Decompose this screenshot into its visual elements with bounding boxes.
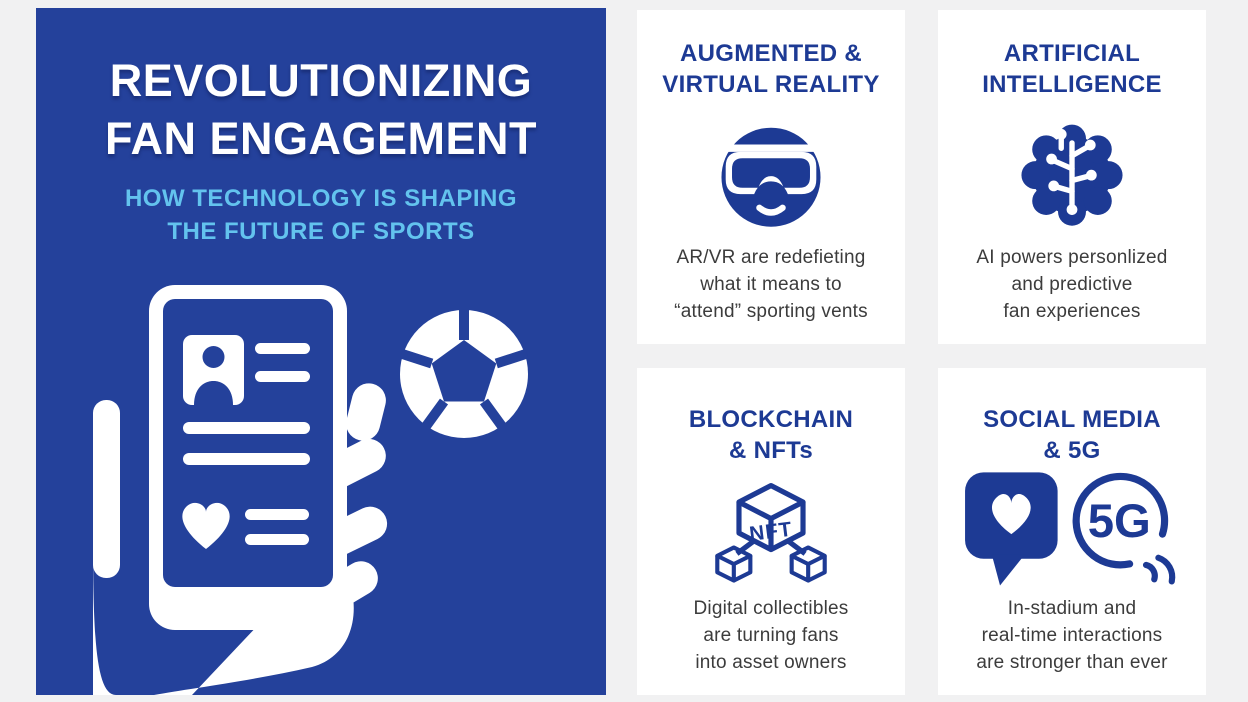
card-description: AI powers personlized and predictive fan… bbox=[976, 247, 1168, 323]
poster-subtitle: HOW TECHNOLOGY IS SHAPING THE FUTURE OF … bbox=[124, 185, 518, 245]
heart-speech-bubble-icon bbox=[965, 472, 1058, 586]
card-icon-box bbox=[1015, 100, 1129, 245]
card-augmented-virtual-reality: AUGMENTED & VIRTUAL REALITY AR/VR are re… bbox=[637, 10, 905, 344]
soccer-ball-icon bbox=[399, 308, 529, 438]
heart-icon bbox=[991, 494, 1031, 535]
heart-bubble-and-5g-icon: 5G bbox=[965, 472, 1176, 586]
vr-headset-face-icon bbox=[716, 127, 826, 227]
card-icon-box: 5G bbox=[963, 466, 1181, 596]
person-avatar-icon bbox=[194, 346, 233, 405]
5g-signal-icon: 5G bbox=[1072, 473, 1176, 585]
hero-panel: REVOLUTIONIZING FAN ENGAGEMENT HOW TECHN… bbox=[36, 8, 606, 695]
card-description: Digital collectibles are turning fans in… bbox=[693, 598, 849, 674]
card-title: AUGMENTED & VIRTUAL REALITY bbox=[662, 40, 880, 99]
heart-icon bbox=[182, 502, 230, 549]
nft-cubes-icon: NFT bbox=[715, 483, 827, 583]
card-description: AR/VR are redefieting what it means to “… bbox=[674, 247, 868, 323]
hand-phone-soccer-illustration bbox=[93, 285, 529, 695]
smartphone-icon bbox=[149, 285, 347, 630]
card-blockchain-nfts: BLOCKCHAIN & NFTs NFT bbox=[637, 368, 905, 695]
card-title: ARTIFICIAL INTELLIGENCE bbox=[982, 40, 1162, 99]
ai-brain-circuit-icon bbox=[1021, 124, 1123, 226]
card-artificial-intelligence: ARTIFICIAL INTELLIGENCE bbox=[938, 10, 1206, 344]
card-description: In-stadium and real-time interactions ar… bbox=[976, 598, 1168, 674]
5g-label: 5G bbox=[1088, 495, 1151, 548]
nft-label: NFT bbox=[748, 518, 794, 546]
card-social-media-5g: SOCIAL MEDIA & 5G 5G In-stadium and real… bbox=[938, 368, 1206, 695]
card-icon-box bbox=[712, 100, 830, 245]
card-icon-box: NFT bbox=[708, 466, 834, 596]
card-title: BLOCKCHAIN & NFTs bbox=[688, 406, 854, 465]
poster-title: REVOLUTIONIZING FAN ENGAGEMENT bbox=[104, 55, 538, 164]
card-title: SOCIAL MEDIA & 5G bbox=[983, 406, 1161, 465]
hero-text-block: REVOLUTIONIZING FAN ENGAGEMENT HOW TECHN… bbox=[36, 8, 606, 248]
fan-profile-screen-icon bbox=[182, 335, 310, 607]
